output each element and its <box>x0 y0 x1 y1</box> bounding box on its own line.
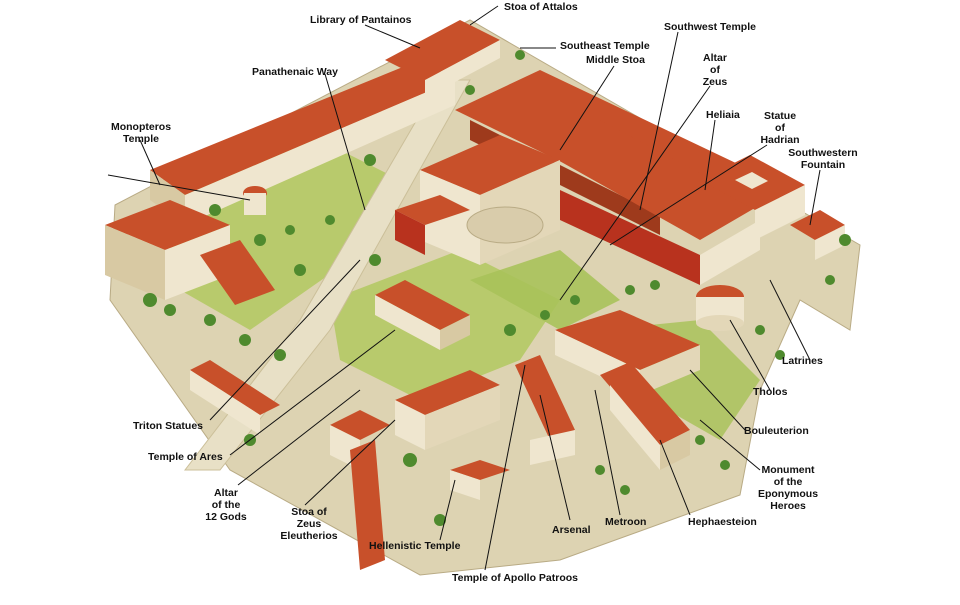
building-wall <box>450 470 480 500</box>
label-metroon: Metroon <box>605 516 647 528</box>
leader-line <box>304 419 396 506</box>
building-roof <box>200 240 275 305</box>
building-wall <box>190 370 260 435</box>
hephaesteion-roof <box>600 362 690 445</box>
leader-line <box>639 31 679 211</box>
panathenaic-way-road <box>183 79 471 471</box>
building-roof <box>105 200 230 250</box>
building-roof <box>190 360 280 415</box>
building-wall <box>640 345 700 395</box>
temple-of-ares-front <box>440 315 470 350</box>
arsenal-roof <box>515 355 575 440</box>
leader-line <box>809 169 821 226</box>
label-southeast-temple: Southeast Temple <box>560 40 650 52</box>
leader-line <box>539 394 571 521</box>
label-southwest-temple: Southwest Temple <box>664 21 756 33</box>
leader-line <box>699 419 761 471</box>
building-roof-inner <box>735 172 768 189</box>
building-roof <box>395 370 500 415</box>
leader-line <box>484 364 526 571</box>
leader-line <box>469 5 499 26</box>
leader-line <box>139 139 161 186</box>
label-temple-of-ares: Temple of Ares <box>148 451 223 463</box>
leader-line <box>689 369 746 431</box>
odeion-seating <box>466 206 544 244</box>
leader-line <box>107 174 251 201</box>
building-roof <box>350 440 385 570</box>
leader-line <box>439 479 456 541</box>
monopteros-body <box>244 193 266 215</box>
grass-area <box>470 250 620 330</box>
building-wall <box>395 210 425 255</box>
leader-line <box>704 119 716 191</box>
leader-line <box>364 24 421 49</box>
building-wall <box>395 400 425 450</box>
hephaesteion-wall <box>610 385 660 470</box>
building-wall <box>560 190 700 285</box>
leader-line <box>229 329 396 456</box>
label-bouleuterion: Bouleuterion <box>744 425 809 437</box>
label-latrines: Latrines <box>782 355 823 367</box>
leader-line <box>659 439 691 516</box>
leader-line <box>729 319 771 391</box>
building-roof <box>790 210 845 240</box>
label-triton-statues: Triton Statues <box>133 420 204 432</box>
temple-of-ares-roof <box>375 280 470 330</box>
building-wall <box>425 40 500 98</box>
odeion-wall <box>420 170 480 265</box>
label-tholos: Tholos <box>753 386 788 398</box>
leader-line <box>209 259 361 421</box>
building-wall <box>105 225 165 300</box>
building-wall <box>815 225 845 260</box>
label-heliaia: Heliaia <box>706 109 740 121</box>
building-roof <box>395 195 470 225</box>
label-arsenal: Arsenal <box>552 524 591 536</box>
tholos-base <box>696 315 744 331</box>
building-roof <box>385 20 500 80</box>
building-roof <box>555 310 700 370</box>
leader-line <box>609 144 768 246</box>
label-hephaesteion: Hephaesteion <box>688 516 757 528</box>
building-wall <box>700 220 760 285</box>
leader-line <box>324 73 366 211</box>
label-panathenaic-way: Panathenaic Way <box>252 66 338 78</box>
odeion-roof <box>420 135 560 195</box>
building-wall <box>165 225 230 300</box>
leader-line <box>237 389 361 486</box>
label-library-of-pantainos: Library of Pantainos <box>310 14 412 26</box>
leader-lines <box>107 5 821 571</box>
building-wall <box>425 385 500 450</box>
building-roof <box>540 120 760 240</box>
building-roof <box>150 60 455 195</box>
leader-line <box>559 85 711 301</box>
leader-line <box>559 65 615 151</box>
leader-line <box>594 389 621 516</box>
label-middle-stoa: Middle Stoa <box>586 54 645 66</box>
label-hellenistic-temple: Hellenistic Temple <box>369 540 461 552</box>
label-temple-of-apollo-patroos: Temple of Apollo Patroos <box>452 572 579 584</box>
label-stoa-of-attalos: Stoa of Attalos <box>504 1 578 13</box>
leader-line <box>769 279 811 361</box>
temple-of-ares-wall <box>375 295 440 350</box>
building-wall <box>755 185 805 240</box>
